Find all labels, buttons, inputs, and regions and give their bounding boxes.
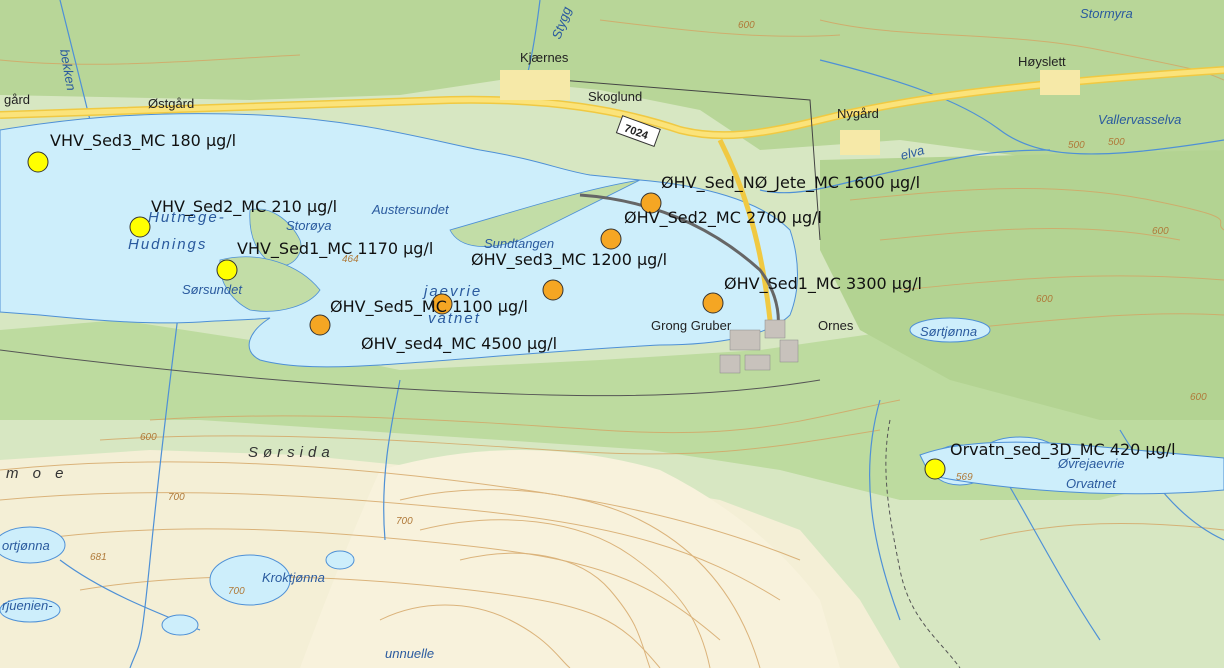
contour-600-a: 600: [738, 20, 755, 31]
contour-600-c: 600: [1036, 294, 1053, 305]
sample-label-ohv-sed5: ØHV_Sed5_MC 1100 µg/l: [330, 297, 528, 317]
place-ostgard: Østgård: [148, 96, 194, 111]
sample-label-vhv-sed2: VHV_Sed2_MC 210 µg/l: [151, 197, 337, 217]
contour-600-e: 600: [1190, 392, 1207, 403]
place-ovrejaevrie: Øvrejaevrie: [1057, 456, 1124, 471]
sample-marker[interactable]: [924, 458, 946, 480]
place-nygard: Nygård: [837, 106, 879, 121]
lake-sortjonna: [909, 317, 991, 343]
contour-numbers: 600 500 500 600 600 700 700 700 681 569 …: [90, 20, 1207, 597]
place-austersundet: Austersundet: [371, 202, 450, 217]
power-line: [559, 79, 821, 241]
sample-marker[interactable]: [542, 279, 564, 301]
place-storoya: Storøya: [286, 218, 332, 233]
contour-600-d: 600: [140, 432, 157, 443]
place-sundtangen: Sundtangen: [484, 236, 554, 251]
place-sorsida: Sørsida: [248, 444, 335, 461]
forest-area-south: [0, 260, 1224, 500]
rail-line-grong: [579, 193, 780, 331]
place-kroktjonna: Kroktjønna: [262, 570, 325, 585]
place-unnuelie: unnuelle: [385, 646, 434, 661]
sample-marker[interactable]: [27, 151, 49, 173]
sample-marker[interactable]: [431, 293, 453, 315]
sample-label-ohv-no-jete: ØHV_Sed_NØ_Jete_MC 1600 µg/l: [661, 173, 920, 193]
open-mountain-area-2: [300, 450, 840, 668]
sample-labels: VHV_Sed3_MC 180 µg/l VHV_Sed2_MC 210 µg/…: [50, 131, 1176, 460]
peninsula-sorsundet: [219, 256, 321, 312]
place-vallervasselva: Vallervasselva: [1098, 112, 1181, 127]
peninsula-storoya: [249, 208, 302, 267]
sample-label-vhv-sed3: VHV_Sed3_MC 180 µg/l: [50, 131, 236, 151]
contour-700-c: 700: [228, 586, 245, 597]
road-number-shield: 7024: [615, 115, 661, 147]
contour-500-a: 500: [1068, 140, 1085, 151]
contour-500-b: 500: [1108, 137, 1125, 148]
secondary-road: [717, 138, 773, 321]
contour-700-a: 700: [168, 492, 185, 503]
sample-marker[interactable]: [640, 192, 662, 214]
place-sorsundet: Sørsundet: [182, 282, 243, 297]
lake-orvatnet: [919, 441, 1224, 495]
sample-marker[interactable]: [216, 259, 238, 281]
rail-line: [0, 349, 821, 397]
place-sortjonna: Sørtjønna: [920, 324, 977, 339]
contour-464: 464: [342, 254, 359, 265]
place-skoglund: Skoglund: [588, 89, 642, 104]
contour-569: 569: [956, 472, 973, 483]
contour-600-b: 600: [1152, 226, 1169, 237]
sample-label-ohv-sed4: ØHV_sed4_MC 4500 µg/l: [361, 334, 557, 354]
place-orvatnet: Orvatnet: [1066, 476, 1117, 491]
sample-marker[interactable]: [129, 216, 151, 238]
place-hudnings: Hudnings: [128, 236, 207, 253]
sample-label-ohv-sed2: ØHV_Sed2_MC 2700 µg/l: [624, 208, 822, 228]
place-elva: elva: [899, 142, 926, 163]
sample-label-ohv-sed3: ØHV_sed3_MC 1200 µg/l: [471, 250, 667, 270]
place-bekken: bekken: [57, 48, 79, 92]
sample-label-ohv-sed1: ØHV_Sed1_MC 3300 µg/l: [724, 274, 922, 294]
contour-lines: [0, 19, 1224, 668]
contour-700-b: 700: [396, 516, 413, 527]
sample-points: [27, 151, 946, 480]
place-gard: gård: [4, 92, 30, 107]
main-road-fill: [0, 67, 1224, 138]
place-labels: Kjærnes Skoglund Østgård gård Nygård Høy…: [2, 4, 1181, 661]
sample-label-orvatn: Orvatn_sed_3D_MC 420 µg/l: [950, 440, 1176, 460]
settlement-grong: [719, 319, 799, 374]
place-kjaernes: Kjærnes: [520, 50, 569, 65]
place-hutnege: Hutnege-: [148, 209, 226, 226]
sample-marker[interactable]: [702, 292, 724, 314]
forest-area-north: [0, 0, 1224, 160]
place-rjuenien: rjuenien-: [2, 598, 53, 613]
place-grong-gruber: Grong Gruber: [651, 318, 732, 333]
place-moe: m o e: [6, 465, 69, 482]
place-hoyslett: Høyslett: [1018, 54, 1066, 69]
place-ornes: Ornes: [818, 318, 854, 333]
sample-label-vhv-sed1: VHV_Sed1_MC 1170 µg/l: [237, 239, 433, 259]
sample-marker[interactable]: [600, 228, 622, 250]
sample-marker[interactable]: [309, 314, 331, 336]
settlement-north: [500, 70, 1080, 155]
contour-681: 681: [90, 552, 107, 563]
trail-dashed: [885, 419, 961, 668]
forest-area-east: [820, 150, 1224, 420]
place-stormyra: Stormyra: [1080, 6, 1133, 21]
place-ortjonna: ortjønna: [2, 538, 50, 553]
